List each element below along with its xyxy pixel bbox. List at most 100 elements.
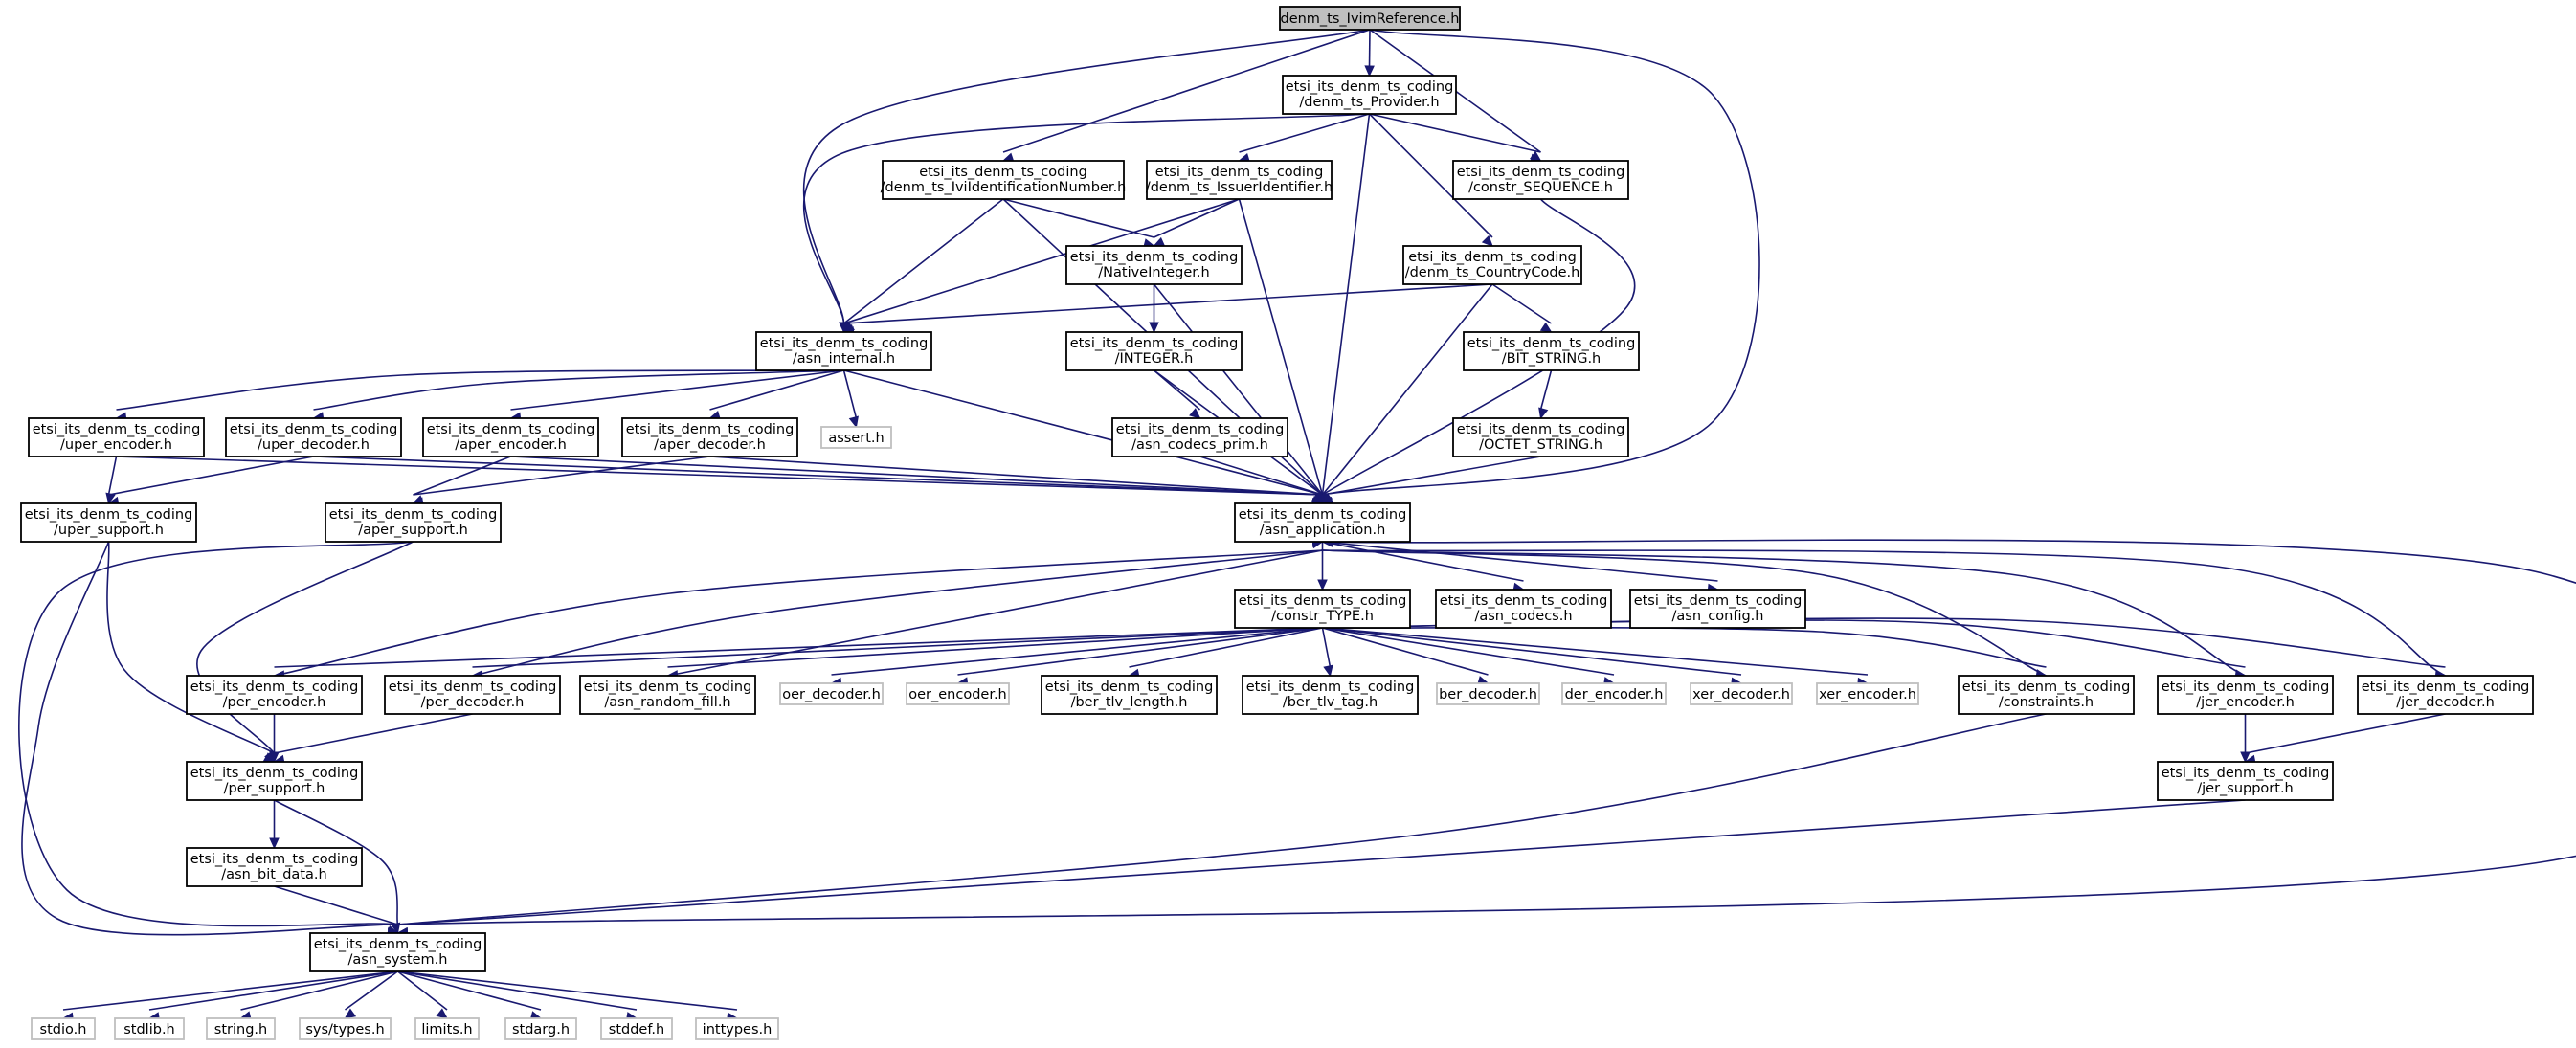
- edge-arrowhead: [1481, 234, 1493, 247]
- node-label: etsi_its_denm_ts_coding: [1467, 336, 1636, 351]
- node-aper-encoder[interactable]: etsi_its_denm_ts_coding/aper_encoder.h: [422, 417, 599, 457]
- node-random-fill[interactable]: etsi_its_denm_ts_coding/asn_random_fill.…: [579, 675, 756, 715]
- node-uper-support[interactable]: etsi_its_denm_ts_coding/uper_support.h: [20, 502, 197, 543]
- edge-uper-decoder-to-uper-support: [108, 456, 314, 496]
- node-jer-support[interactable]: etsi_its_denm_ts_coding/jer_support.h: [2157, 761, 2334, 801]
- node-label: /ber_tlv_tag.h: [1283, 695, 1378, 710]
- node-native-int[interactable]: etsi_its_denm_ts_coding/NativeInteger.h: [1065, 245, 1243, 285]
- node-xer-decoder[interactable]: xer_decoder.h: [1690, 682, 1793, 705]
- node-issuer[interactable]: etsi_its_denm_ts_coding/denm_ts_IssuerId…: [1146, 160, 1333, 200]
- edge-constr-seq-to-asn-application: [1322, 198, 1636, 496]
- node-box: [1234, 589, 1411, 629]
- edge-uper-encoder-to-uper-support: [107, 456, 118, 496]
- edge-octet-string-to-asn-application: [1322, 456, 1541, 496]
- edge-arrowhead: [269, 837, 280, 850]
- node-label: /asn_random_fill.h: [604, 695, 730, 710]
- node-jer-encoder[interactable]: etsi_its_denm_ts_coding/jer_encoder.h: [2157, 675, 2334, 715]
- node-jer-decoder[interactable]: etsi_its_denm_ts_coding/jer_decoder.h: [2357, 675, 2534, 715]
- node-stdarg[interactable]: stdarg.h: [504, 1017, 577, 1040]
- node-country[interactable]: etsi_its_denm_ts_coding/denm_ts_CountryC…: [1402, 245, 1582, 285]
- node-label: stdlib.h: [123, 1022, 175, 1037]
- node-label: /denm_ts_Provider.h: [1299, 95, 1439, 110]
- node-box: [1629, 589, 1806, 629]
- edge-country-to-asn-application: [1321, 283, 1493, 496]
- node-label: etsi_its_denm_ts_coding: [427, 422, 595, 437]
- edge-jer-encoder-to-asn-application: [1322, 549, 2246, 677]
- node-oer-decoder[interactable]: oer_decoder.h: [779, 682, 884, 705]
- edge-asn-system-to-stdarg: [397, 970, 542, 1011]
- node-label: etsi_its_denm_ts_coding: [1239, 507, 1407, 523]
- node-asn-config[interactable]: etsi_its_denm_ts_coding/asn_config.h: [1629, 589, 1806, 629]
- edge-asn-system-to-stdio: [62, 970, 398, 1011]
- edge-jer-decoder-to-asn-application: [1322, 549, 2446, 677]
- node-label: /constr_SEQUENCE.h: [1468, 180, 1613, 195]
- node-der-encoder[interactable]: der_encoder.h: [1561, 682, 1667, 705]
- node-constr-type[interactable]: etsi_its_denm_ts_coding/constr_TYPE.h: [1234, 589, 1411, 629]
- node-asn-system[interactable]: etsi_its_denm_ts_coding/asn_system.h: [309, 932, 486, 972]
- node-stddef[interactable]: stddef.h: [600, 1017, 673, 1040]
- node-oer-encoder[interactable]: oer_encoder.h: [906, 682, 1010, 705]
- node-box: [309, 932, 486, 972]
- edge-root-to-ivi-id: [1002, 29, 1371, 153]
- edge-asn-system-to-inttypes: [397, 970, 738, 1011]
- node-label: xer_decoder.h: [1692, 687, 1790, 702]
- node-constr-seq[interactable]: etsi_its_denm_ts_coding/constr_SEQUENCE.…: [1452, 160, 1629, 200]
- edge-ivi-id-to-native-int: [1002, 198, 1154, 238]
- node-box: [1436, 682, 1540, 705]
- node-label: stdio.h: [40, 1022, 87, 1037]
- edge-root-to-provider: [1368, 29, 1371, 68]
- node-aper-support[interactable]: etsi_its_denm_ts_coding/aper_support.h: [325, 502, 502, 543]
- node-ber-decoder[interactable]: ber_decoder.h: [1436, 682, 1540, 705]
- node-asn-codecs[interactable]: etsi_its_denm_ts_coding/asn_codecs.h: [1435, 589, 1612, 629]
- node-ivi-id[interactable]: etsi_its_denm_ts_coding/denm_ts_IviIdent…: [881, 160, 1127, 200]
- node-asn-internal[interactable]: etsi_its_denm_ts_coding/asn_internal.h: [755, 331, 932, 371]
- node-label: etsi_its_denm_ts_coding: [1070, 250, 1239, 265]
- node-bit-data[interactable]: etsi_its_denm_ts_coding/asn_bit_data.h: [186, 847, 363, 887]
- node-box: [1234, 502, 1411, 543]
- node-asn-application[interactable]: etsi_its_denm_ts_coding/asn_application.…: [1234, 502, 1411, 543]
- edge-constr-type-to-random-fill: [667, 627, 1323, 668]
- node-uper-encoder[interactable]: etsi_its_denm_ts_coding/uper_encoder.h: [28, 417, 205, 457]
- edge-bit-data-to-asn-system: [274, 885, 398, 925]
- node-label: string.h: [214, 1022, 267, 1037]
- node-ber-tlv-length[interactable]: etsi_its_denm_ts_coding/ber_tlv_length.h: [1041, 675, 1218, 715]
- edge-country-to-bit-string: [1491, 283, 1552, 324]
- node-label: etsi_its_denm_ts_coding: [190, 852, 359, 867]
- node-box: [621, 417, 798, 457]
- node-provider[interactable]: etsi_its_denm_ts_coding/denm_ts_Provider…: [1282, 75, 1457, 115]
- node-per-support[interactable]: etsi_its_denm_ts_coding/per_support.h: [186, 761, 363, 801]
- node-uper-decoder[interactable]: etsi_its_denm_ts_coding/uper_decoder.h: [225, 417, 402, 457]
- node-per-encoder[interactable]: etsi_its_denm_ts_coding/per_encoder.h: [186, 675, 363, 715]
- node-constraints[interactable]: etsi_its_denm_ts_coding/constraints.h: [1958, 675, 2135, 715]
- edge-aper-decoder-to-aper-support: [413, 456, 710, 496]
- node-bit-string[interactable]: etsi_its_denm_ts_coding/BIT_STRING.h: [1463, 331, 1640, 371]
- edge-aper-encoder-to-aper-support: [413, 456, 511, 496]
- node-octet-string[interactable]: etsi_its_denm_ts_coding/OCTET_STRING.h: [1452, 417, 1629, 457]
- node-inttypes[interactable]: inttypes.h: [695, 1017, 779, 1040]
- node-label: oer_encoder.h: [908, 687, 1007, 702]
- edge-provider-to-issuer: [1239, 113, 1370, 153]
- node-box: [1111, 417, 1288, 457]
- node-box: [225, 417, 402, 457]
- node-string[interactable]: string.h: [206, 1017, 276, 1040]
- node-label: etsi_its_denm_ts_coding: [1440, 593, 1608, 609]
- edge-constr-type-to-xer-decoder: [1322, 627, 1742, 676]
- node-aper-decoder[interactable]: etsi_its_denm_ts_coding/aper_decoder.h: [621, 417, 798, 457]
- edge-asn-system-to-string: [240, 970, 398, 1011]
- edge-native-int-to-asn-application: [1153, 283, 1324, 496]
- edge-root-to-asn-internal: [802, 29, 1371, 324]
- node-assert[interactable]: assert.h: [820, 426, 892, 449]
- node-stdio[interactable]: stdio.h: [31, 1017, 96, 1040]
- node-root[interactable]: denm_ts_IvimReference.h: [1279, 6, 1461, 31]
- node-sys-types[interactable]: sys/types.h: [299, 1017, 392, 1040]
- node-stdlib[interactable]: stdlib.h: [114, 1017, 185, 1040]
- node-codecs-prim[interactable]: etsi_its_denm_ts_coding/asn_codecs_prim.…: [1111, 417, 1288, 457]
- node-per-decoder[interactable]: etsi_its_denm_ts_coding/per_decoder.h: [384, 675, 561, 715]
- node-limits[interactable]: limits.h: [414, 1017, 480, 1040]
- node-label: inttypes.h: [703, 1022, 773, 1037]
- node-box: [1282, 75, 1457, 115]
- node-ber-tlv-tag[interactable]: etsi_its_denm_ts_coding/ber_tlv_tag.h: [1242, 675, 1419, 715]
- node-integer[interactable]: etsi_its_denm_ts_coding/INTEGER.h: [1065, 331, 1243, 371]
- node-xer-encoder[interactable]: xer_encoder.h: [1816, 682, 1919, 705]
